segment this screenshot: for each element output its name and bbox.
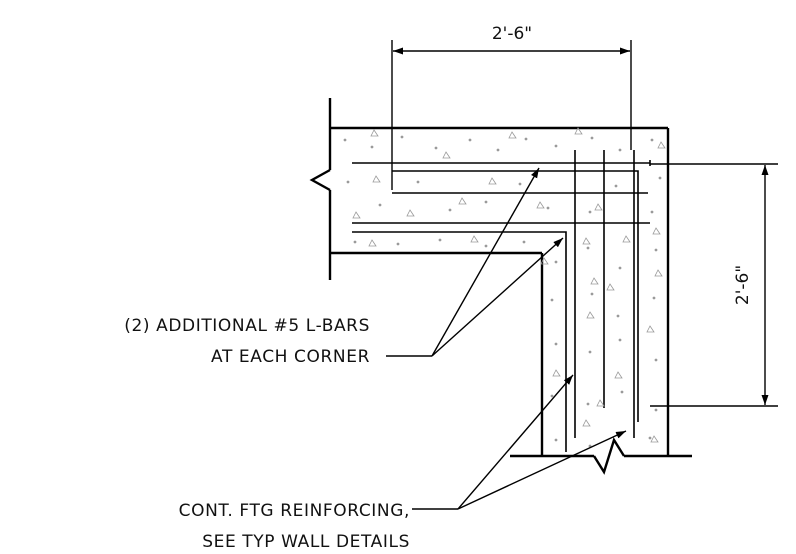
horizontal-dimension-label: 2'-6" <box>492 24 532 44</box>
lbars-note-line1: (2) ADDITIONAL #5 L-BARS <box>124 316 370 336</box>
vertical-dimension <box>650 163 778 407</box>
rebar-lines <box>352 150 651 452</box>
leader-lbars <box>386 167 564 357</box>
vertical-dimension-label: 2'-6" <box>733 265 753 305</box>
footing-outline <box>309 98 692 475</box>
concrete-hatch <box>343 127 666 448</box>
horizontal-dimension <box>391 40 632 190</box>
ftg-note-line1: CONT. FTG REINFORCING, <box>179 501 410 521</box>
lbars-note-line2: AT EACH CORNER <box>211 347 370 367</box>
leader-ftg <box>412 374 627 510</box>
ftg-note-line2: SEE TYP WALL DETAILS <box>202 532 410 552</box>
